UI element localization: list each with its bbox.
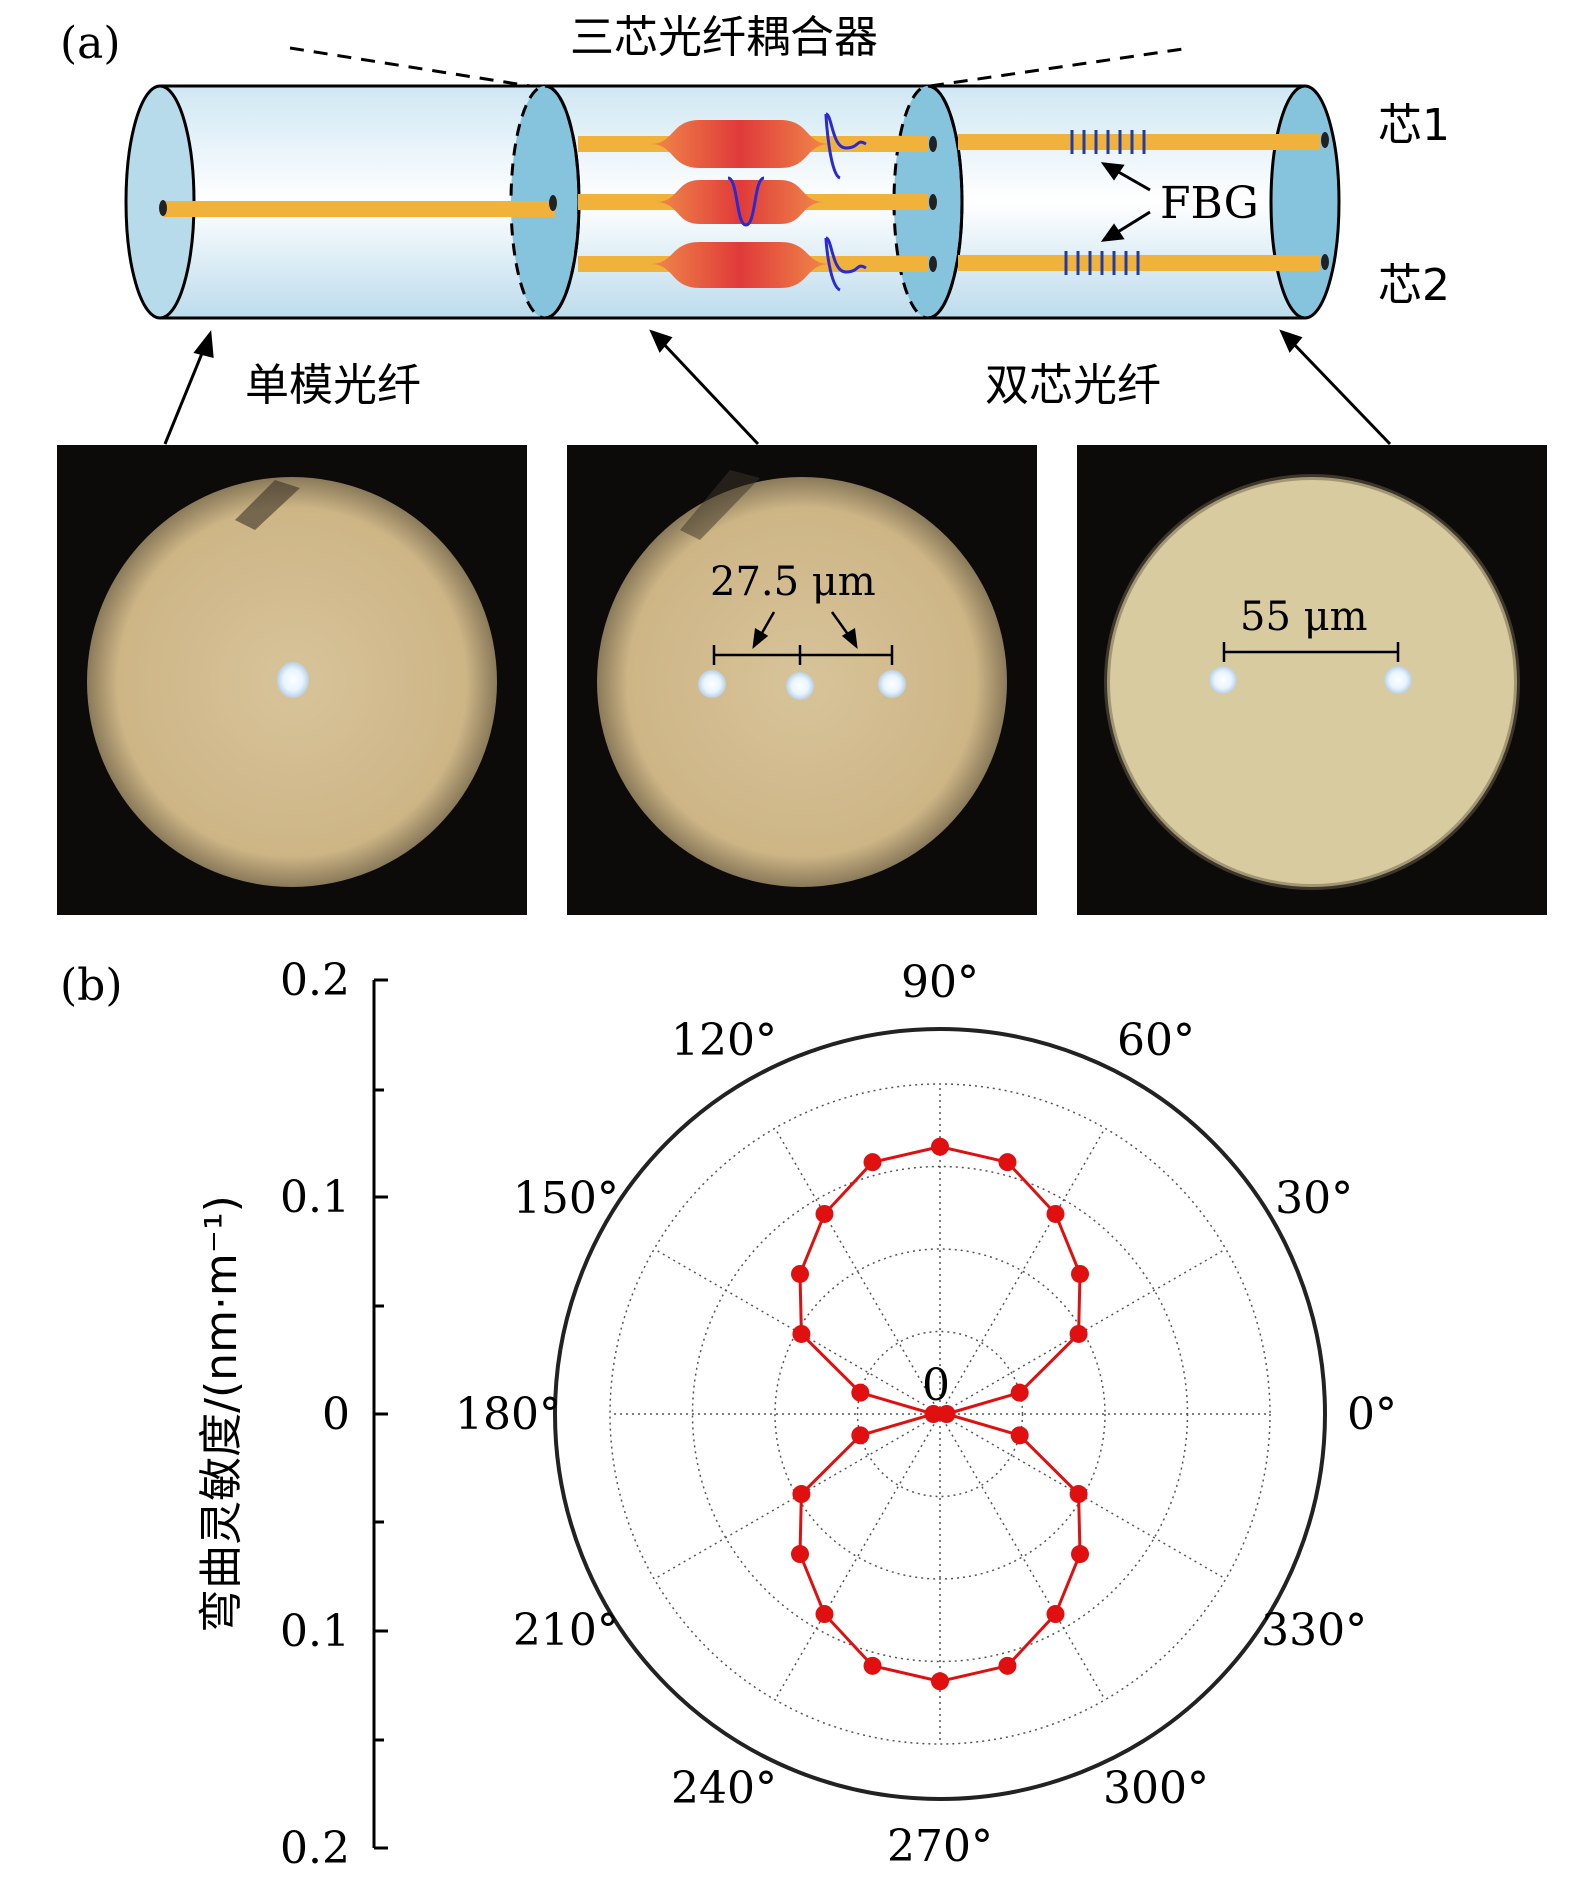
- polar-center-label: 0: [922, 1360, 950, 1411]
- panel-a-label: (a): [60, 18, 121, 69]
- polar-data-point: [1071, 1545, 1090, 1564]
- dcf-label: 双芯光纤: [985, 360, 1161, 411]
- smf-core-end: [159, 200, 167, 216]
- fbg-grating-2: [1064, 251, 1140, 275]
- polar-grid-ring: [774, 1248, 1106, 1580]
- polar-data-point: [815, 1605, 834, 1624]
- photo-smf: [57, 445, 527, 915]
- polar-angle-label: 210°: [513, 1605, 619, 1656]
- radial-tick-2: 0: [322, 1389, 350, 1440]
- radial-tick-labels: 0.2 0.1 0 0.1 0.2: [280, 955, 350, 1874]
- smf-core: [163, 201, 555, 217]
- coupler-guide-right: [929, 46, 1191, 88]
- three-core-coupler: [578, 112, 937, 292]
- coupler-region-2: [655, 180, 825, 224]
- polar-angle-label: 30°: [1275, 1173, 1353, 1224]
- polar-data-point: [931, 1137, 949, 1156]
- polar-data-point: [1069, 1485, 1088, 1504]
- polar-data-point: [998, 1153, 1017, 1172]
- polar-grid-ring: [856, 1330, 1024, 1498]
- panel-b-label: (b): [60, 960, 123, 1011]
- polar-data-point: [792, 1485, 811, 1504]
- radial-axis: [372, 978, 388, 1850]
- polar-grid-ring: [609, 1083, 1271, 1745]
- polar-plot: 0° 30° 60° 90° 120° 150° 180° 210° 240° 270° 300° 3…: [455, 957, 1397, 1872]
- spacing-bars-three-core: [712, 611, 894, 665]
- polar-data-point: [931, 1672, 949, 1691]
- polar-angle-label: 270°: [887, 1821, 993, 1872]
- fbg-grating-1: [1070, 130, 1146, 154]
- polar-outer-ring: [553, 1027, 1327, 1801]
- polar-angle-label: 240°: [671, 1763, 777, 1814]
- polar-grid-spoke: [774, 1127, 941, 1415]
- radial-axis-label: 弯曲灵敏度/(nm·m⁻¹): [196, 1195, 247, 1633]
- polar-data-point: [1046, 1204, 1065, 1223]
- polar-angle-label: 0°: [1347, 1389, 1397, 1440]
- polar-angle-label: 120°: [671, 1015, 777, 1066]
- spacing-bar-dual-core: [1222, 642, 1400, 662]
- polar-angle-label: 300°: [1103, 1763, 1209, 1814]
- polar-grid-spoke: [774, 1413, 941, 1701]
- coupler-region-1: [650, 120, 830, 168]
- dual-core-fiber: [958, 130, 1329, 275]
- radial-tick-3: 0.1: [280, 1606, 350, 1657]
- spacing-three-core: 27.5 μm: [710, 559, 876, 605]
- polar-grid-spoke: [939, 1413, 1106, 1701]
- polar-series: [790, 1137, 1090, 1691]
- polar-data-point: [851, 1383, 870, 1402]
- polar-angle-label: 150°: [513, 1173, 619, 1224]
- polar-angle-labels: 0° 30° 60° 90° 120° 150° 180° 210° 240° 270° 300° 3…: [455, 957, 1397, 1872]
- radial-tick-4: 0.2: [280, 1823, 350, 1874]
- polar-grid-spoke: [939, 1413, 1227, 1580]
- coupler-region-3: [650, 242, 830, 288]
- polar-grid-spoke: [939, 1248, 1227, 1415]
- coupler-label: 三芯光纤耦合器: [570, 12, 878, 63]
- polar-data-point: [937, 1405, 956, 1423]
- polar-data-point: [790, 1264, 809, 1283]
- photo-dual-core: 55 μm: [1077, 445, 1547, 915]
- polar-grid-spoke: [653, 1248, 941, 1415]
- polar-grid-spoke: [939, 1127, 1106, 1415]
- polar-grid-spoke: [653, 1413, 941, 1580]
- polar-grid: [609, 1083, 1271, 1745]
- polar-data-point: [1010, 1426, 1029, 1445]
- dcf-end-face: [1269, 84, 1341, 320]
- polar-data-point: [815, 1204, 834, 1223]
- polar-data-point: [924, 1405, 943, 1423]
- polar-data-point: [863, 1656, 882, 1675]
- polar-data-point: [863, 1153, 882, 1172]
- polar-data-point: [1010, 1383, 1029, 1402]
- polar-data-point: [792, 1324, 811, 1343]
- polar-data-point: [790, 1545, 809, 1564]
- polar-data-point: [851, 1426, 870, 1445]
- polar-data-point: [1069, 1324, 1088, 1343]
- polar-angle-label: 60°: [1117, 1015, 1195, 1066]
- photo-three-core: 27.5 μm: [567, 445, 1037, 915]
- radial-tick-1: 0.1: [280, 1172, 350, 1223]
- core1-label: 芯1: [1378, 100, 1450, 151]
- core-1: [958, 134, 1320, 150]
- smf-label: 单模光纤: [245, 360, 421, 411]
- fbg-arrows: [1100, 162, 1151, 242]
- spacing-dual-core: 55 μm: [1240, 594, 1368, 640]
- coupler-guide-left: [289, 46, 531, 88]
- polar-data-point: [1046, 1605, 1065, 1624]
- polar-angle-label: 330°: [1261, 1605, 1367, 1656]
- polar-data-point: [998, 1656, 1017, 1675]
- polar-angle-label: 90°: [901, 957, 979, 1008]
- smf-core-dot: [277, 662, 309, 698]
- fbg-label: FBG: [1160, 178, 1259, 229]
- core2-label: 芯2: [1378, 260, 1450, 311]
- radial-tick-0: 0.2: [280, 955, 350, 1006]
- polar-data-point: [1071, 1264, 1090, 1283]
- pointer-arrows: [163, 329, 1392, 446]
- polar-angle-label: 180°: [455, 1389, 561, 1440]
